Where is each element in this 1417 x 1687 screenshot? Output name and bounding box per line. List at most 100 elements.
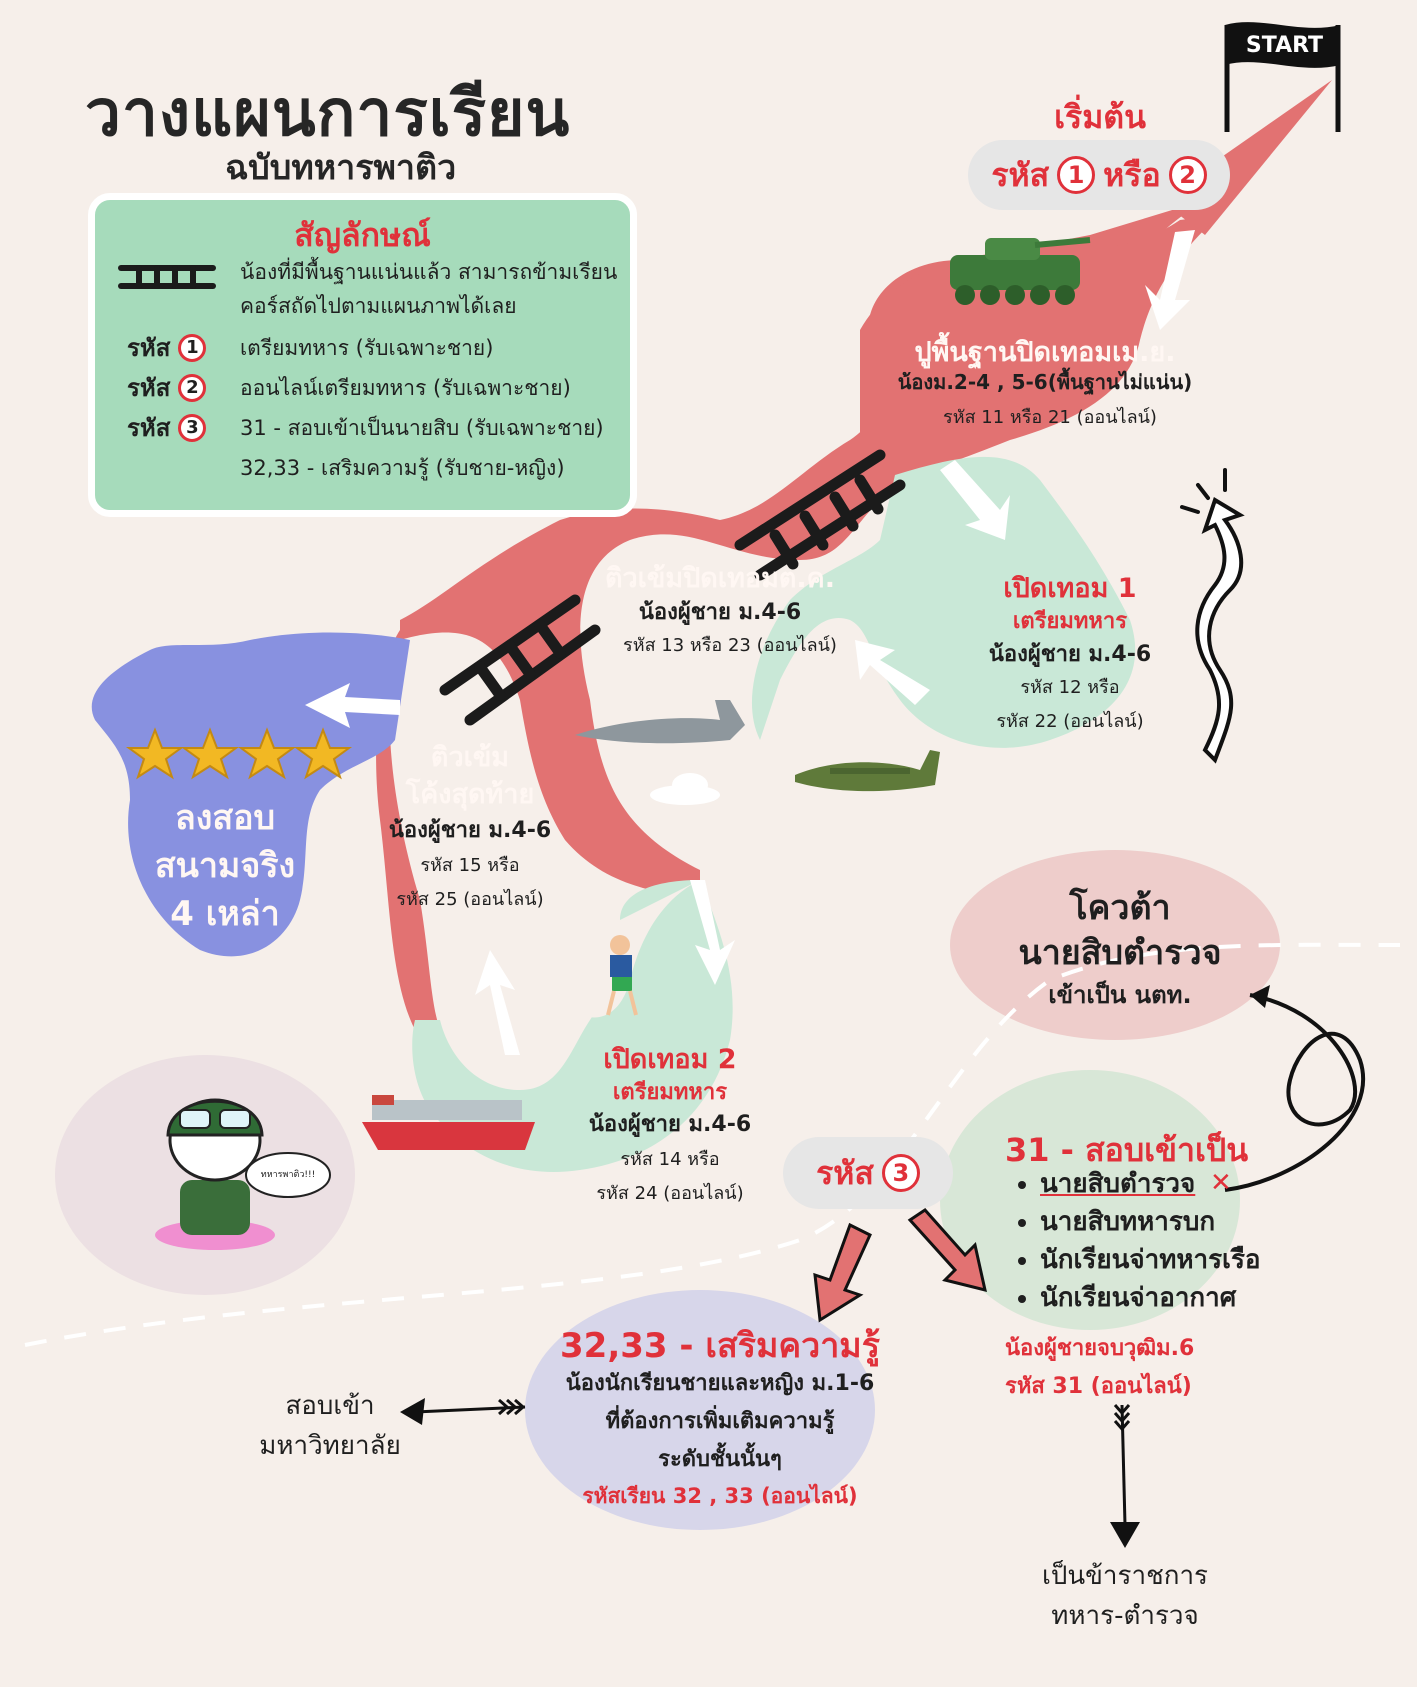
stage-october-who: น้องผู้ชาย ม.4-6 — [638, 600, 802, 625]
extra-result-line1: สอบเข้า — [285, 1391, 375, 1421]
cloud-icon — [650, 773, 720, 805]
code-label: รหัส — [127, 374, 171, 402]
start-flag-text: START — [1245, 33, 1324, 58]
arrow-down-left-icon — [813, 1222, 872, 1323]
sparkle-icon — [1180, 468, 1227, 514]
legend-code-2-desc: ออนไลน์เตรียมทหาร (รับเฉพาะชาย) — [240, 376, 571, 400]
stage-april-who: น้องม.2-4 , 5-6(พื้นฐานไม่แน่น) — [897, 370, 1193, 394]
arrow-down-icon — [690, 880, 735, 985]
nco-who: น้องผู้ชายจบวุฒิม.6 — [1005, 1336, 1195, 1361]
stars — [125, 727, 353, 780]
star-icon — [237, 727, 297, 780]
nco-title: 31 - สอบเข้าเป็น — [1005, 1131, 1249, 1169]
code-label: รหัส — [816, 1153, 874, 1192]
extra-title: 32,33 - เสริมความรู้ — [560, 1326, 880, 1366]
nco-list: นายสิบตำรวจ นายสิบทหารบก นักเรียนจ่าทหาร… — [1010, 1165, 1261, 1317]
stage-april-title: ปูพื้นฐานปิดเทอมเม.ย. — [914, 337, 1176, 368]
nco-item: นายสิบตำรวจ — [1040, 1165, 1261, 1203]
page-subtitle: ฉบับทหารพาติว — [225, 148, 457, 188]
code-label: รหัส — [127, 334, 171, 362]
nco-result-line1: เป็นข้าราชการ — [1041, 1561, 1209, 1591]
star-icon — [125, 727, 185, 780]
extra-code: รหัสเรียน 32 , 33 (ออนไลน์) — [582, 1484, 858, 1508]
extra-line2: ที่ต้องการเพิ่มเติมความรู้ — [605, 1409, 835, 1434]
path-green-term2 — [412, 880, 733, 1172]
exam-line1: ลงสอบ — [174, 798, 276, 838]
start-codes-pill: รหัส 1 หรือ 2 — [968, 140, 1230, 210]
legend-code-1: รหัส 1 — [127, 328, 207, 367]
nco-result-line2: ทหาร-ตำรวจ — [1051, 1601, 1199, 1631]
code-number-badge: 2 — [178, 373, 207, 402]
arrow-up-icon — [855, 640, 930, 705]
stage-term1-title: เปิดเทอม 1 — [1003, 573, 1137, 604]
arrow-down-icon — [1145, 230, 1195, 330]
legend-ladder-text-line1: น้องที่มีพื้นฐานแน่นแล้ว สามารถข้ามเรียน — [240, 260, 618, 284]
code-label: รหัส — [991, 155, 1050, 194]
stage-final-code2: รหัส 25 (ออนไลน์) — [396, 889, 544, 910]
legend-code-1-desc: เตรียมทหาร (รับเฉพาะชาย) — [240, 336, 494, 360]
stage-final-title1: ติวเข้ม — [430, 742, 510, 773]
stage-term2-sub: เตรียมทหาร — [612, 1080, 728, 1105]
extra-line1: น้องนักเรียนชายและหญิง ม.1-6 — [565, 1371, 875, 1396]
stage-term2-code1: รหัส 14 หรือ — [620, 1149, 720, 1170]
mascot-speech-text: ทหารพาติว!!! — [260, 1170, 316, 1180]
fighter-jet-icon — [575, 700, 745, 744]
arrow-down-right-icon — [907, 1208, 987, 1293]
ladder-icon — [118, 265, 216, 289]
stage-october-title: ติวเข้มปิดเทอมต.ค. — [604, 563, 835, 594]
quota-line1: โควต้า — [1069, 888, 1171, 928]
extra-result-line2: มหาวิทยาลัย — [259, 1431, 401, 1461]
stage-final-title2: โค้งสุดท้าย — [405, 779, 535, 810]
stage-term2-title: เปิดเทอม 2 — [603, 1044, 737, 1075]
curly-arrow-icon — [1224, 993, 1366, 1192]
stage-term2-who: น้องผู้ชาย ม.4-6 — [588, 1112, 752, 1137]
or-label: หรือ — [1103, 155, 1161, 194]
soldier-mascot-icon — [155, 1098, 331, 1250]
exercising-boy-icon — [606, 935, 638, 1016]
squiggly-arrow-icon — [1195, 497, 1245, 764]
legend-code-2: รหัส 2 — [127, 368, 207, 407]
path-gap — [560, 880, 700, 1018]
star-icon — [293, 727, 353, 780]
stage-term1-sub: เตรียมทหาร — [1012, 609, 1128, 634]
arrow-to-civil-servant-icon — [1113, 1404, 1131, 1526]
extra-line3: ระดับชั้นนั้นๆ — [658, 1447, 782, 1472]
code-number-badge: 3 — [178, 413, 207, 442]
stage-october-code: รหัส 13 หรือ 23 (ออนไลน์) — [623, 635, 837, 656]
legend-extra-line: 32,33 - เสริมความรู้ (รับชาย-หญิง) — [240, 456, 565, 480]
code-number-badge: 1 — [1057, 156, 1096, 194]
star-icon — [180, 727, 240, 780]
stage-april-code: รหัส 11 หรือ 21 (ออนไลน์) — [943, 407, 1157, 428]
stage-term1-code1: รหัส 12 หรือ — [1020, 677, 1120, 698]
stage-term2-code2: รหัส 24 (ออนไลน์) — [596, 1183, 744, 1204]
tank-icon — [950, 237, 1091, 305]
extra-watercolor-blob — [525, 1290, 875, 1530]
stage-term1-who: น้องผู้ชาย ม.4-6 — [988, 642, 1152, 667]
start-flag-icon — [1224, 22, 1341, 132]
ship-icon — [362, 1095, 535, 1150]
propeller-plane-icon — [795, 750, 940, 792]
code-number-badge: 1 — [178, 333, 207, 362]
nco-watercolor-blob — [940, 1070, 1240, 1330]
legend-code-3-desc: 31 - สอบเข้าเป็นนายสิบ (รับเฉพาะชาย) — [240, 416, 604, 440]
page-title: วางแผนการเรียน — [85, 77, 571, 151]
exam-line3: 4 เหล่า — [170, 894, 280, 934]
code-label: รหัส — [127, 414, 171, 442]
nco-item: นายสิบทหารบก — [1040, 1203, 1261, 1241]
ladder-icon — [734, 449, 906, 581]
arrow-to-university-icon — [414, 1398, 526, 1416]
flow-arrows — [305, 230, 1195, 1055]
cross-mark-icon: ✕ — [1210, 1168, 1232, 1198]
legend-box: สัญลักษณ์ น้องที่มีพื้นฐานแน่นแล้ว สามาร… — [88, 193, 637, 517]
nco-item: นักเรียนจ่าทหารเรือ — [1040, 1241, 1261, 1279]
legend-ladder-text-line2: คอร์สถัดไปตามแผนภาพได้เลย — [240, 294, 517, 318]
legend-title: สัญลักษณ์ — [294, 216, 431, 254]
stage-term1-code2: รหัส 22 (ออนไลน์) — [996, 711, 1144, 732]
path-green-term1 — [751, 456, 1136, 748]
exam-line2: สนามจริง — [154, 846, 296, 886]
arrow-left-icon — [305, 683, 400, 728]
ladder-icon — [439, 594, 601, 726]
start-heading: เริ่มต้น — [1054, 98, 1146, 136]
quota-line2: นายสิบตำรวจ — [1018, 933, 1222, 973]
